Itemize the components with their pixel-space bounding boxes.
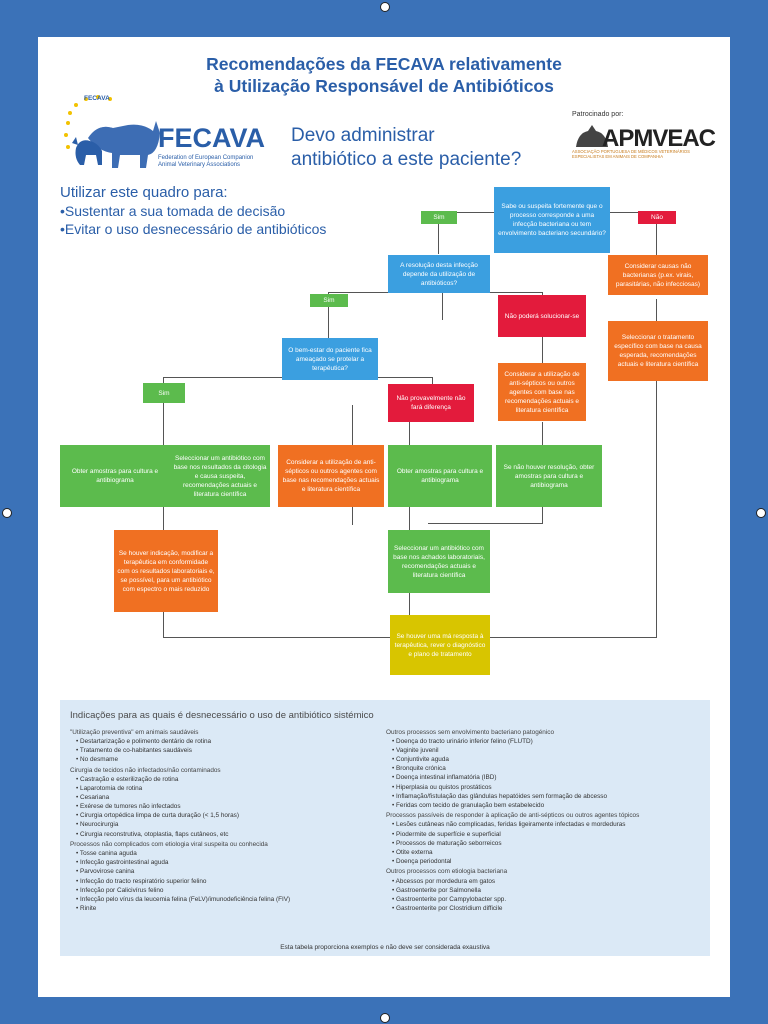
indication-item: • Doença periodontal — [392, 857, 452, 865]
indication-item: • Piodermite de superfície e superficial — [392, 830, 501, 838]
indication-item: • Gastroenterite por Salmonella — [392, 886, 481, 894]
indication-item: • Feridas com tecido de granulação bem e… — [392, 801, 545, 809]
indications-panel: Indicações para as quais é desnecessário… — [60, 700, 710, 956]
fecava-animals-icon — [64, 95, 160, 168]
flow-no-3: Não provavelmente não fará diferença — [388, 384, 474, 422]
flow-yes-2: Sim — [310, 294, 348, 307]
flow-non-bacterial: Considerar causas não bacterianas (p.ex.… — [608, 255, 708, 295]
indication-item: • Laparotomia de rotina — [76, 785, 143, 793]
indication-item: • Processos de maturação seborreicos — [392, 839, 502, 847]
question-line-2: antibiótico a este paciente? — [291, 149, 522, 170]
indications-heading: Indicações para as quais é desnecessário… — [70, 710, 374, 721]
fecava-wordmark: FECAVA — [158, 123, 265, 153]
indication-section-heading: Cirurgia de tecidos não infectados/não c… — [70, 766, 221, 774]
fecava-arc-text: FECAVA — [84, 95, 110, 102]
indication-item: • Tosse canina aguda — [76, 850, 137, 858]
indication-item: • Parvovirose canina — [76, 868, 135, 876]
indication-section-heading: Outros processos sem envolvimento bacter… — [386, 729, 555, 736]
main-question: Devo administrar antibiótico a este paci… — [291, 124, 521, 172]
indication-item: • Infecção pelo vírus da leucemia felina… — [76, 895, 291, 903]
indication-section-heading: Processos passíveis de responder à aplic… — [386, 812, 640, 820]
indication-item: • Gastroenterite por Clostridium diffici… — [392, 904, 503, 912]
indication-item: • Infecção por Calicivírus felino — [76, 886, 164, 894]
flow-antiseptics-1: Considerar a utilização de anti-sépticos… — [498, 363, 586, 421]
poster-sheet: Recomendações da FECAVA relativamente à … — [38, 37, 730, 997]
indications-right-column: Outros processos sem envolvimento bacter… — [386, 728, 706, 913]
flow-no-resolution: Se não houver resolução, obter amostras … — [496, 445, 602, 507]
flow-q-bacterial-infection: Sabe ou suspeita fortemente que o proces… — [494, 187, 610, 253]
flow-modify-therapy: Se houver indicação, modificar a terapêu… — [114, 530, 218, 612]
flow-q-resolution: A resolução desta infecção depende da ut… — [388, 255, 490, 293]
usage-block: Utilizar este quadro para: •Sustentar a … — [60, 184, 326, 238]
indication-item: • Doença do tracto urinário inferior fel… — [392, 738, 533, 746]
indication-item: • Cirurgia reconstrutiva, otoplastia, fl… — [76, 830, 229, 838]
flow-poor-response: Se houver uma má resposta à terapêutica,… — [390, 615, 490, 675]
indication-item: • Bronquite crónica — [392, 765, 446, 773]
flow-culture-2: Obter amostras para cultura e antibiogra… — [388, 445, 492, 507]
indication-item: • Gastroenterite por Campylobacter spp. — [392, 895, 507, 903]
indication-item: • Doença intestinal inflamatória (IBD) — [392, 774, 497, 782]
flow-select-antibiotic-2: Seleccionar um antibiótico com base nos … — [388, 530, 490, 593]
indication-section-heading: Processos não complicados com etiologia … — [70, 841, 268, 849]
title-line-1: Recomendações da FECAVA relativamente — [206, 54, 562, 74]
indication-item: • Exérese de tumores não infectados — [76, 803, 181, 811]
indication-item: • Abcessos por mordedura em gatos — [392, 877, 496, 885]
usage-heading: Utilizar este quadro para: — [60, 184, 228, 201]
registration-mark-right — [756, 508, 766, 518]
flow-culture-1: Obter amostras para cultura e antibiogra… — [60, 445, 170, 507]
indication-item: • Cesariana — [76, 794, 110, 802]
flow-specific-treatment: Seleccionar o tratamento específico com … — [608, 321, 708, 381]
indication-item: • Destartarização e polimento dentário d… — [76, 738, 212, 746]
apmveac-logo: APMVEAC ASSOCIAÇÃO PORTUGUESA DE MÉDICOS… — [572, 123, 716, 159]
fecava-logo: FECAVA FECAVA Federation of European Com… — [58, 93, 278, 173]
indication-item: • Inflamação/fistulação das glândulas he… — [392, 792, 608, 800]
indications-note: Esta tabela proporciona exemplos e não d… — [280, 944, 490, 951]
flow-select-antibiotic-1: Seleccionar um antibiótico com base nos … — [170, 445, 270, 507]
indication-section-heading: "Utilização preventiva" em animais saudá… — [70, 729, 199, 736]
indication-item: • Vaginite juvenil — [392, 747, 439, 755]
flow-antiseptics-2: Considerar a utilização de anti-sépticos… — [278, 445, 384, 507]
poster-title: Recomendações da FECAVA relativamente à … — [38, 53, 730, 97]
sponsor-label: Patrocinado por: — [572, 111, 624, 118]
indication-item: • No desmame — [76, 756, 119, 764]
indication-item: • Conjuntivite aguda — [392, 756, 449, 764]
usage-item-2: •Evitar o uso desnecessário de antibióti… — [60, 221, 327, 237]
indication-item: • Infecção do tracto respiratório superi… — [76, 877, 207, 885]
usage-item-1: •Sustentar a sua tomada de decisão — [60, 203, 286, 219]
indication-item: • Hiperplasia ou quistos prostáticos — [392, 783, 492, 791]
indication-section-heading: Outros processos com etiologia bacterian… — [386, 868, 508, 876]
flow-yes-3: Sim — [143, 383, 185, 403]
indications-left-column: "Utilização preventiva" em animais saudá… — [70, 728, 370, 913]
poster-footer: GRUPO DE TRABALHO DA FECAVA NA HIGIENE E… — [112, 973, 656, 983]
fecava-subtitle-1: Federation of European Companion — [158, 155, 254, 161]
flow-q-welfare: O bem-estar do paciente fica ameaçado se… — [282, 338, 378, 380]
apmveac-animals-icon — [576, 125, 608, 147]
indication-item: • Infecção gastrointestinal aguda — [76, 859, 169, 867]
indication-item: • Otite externa — [392, 848, 433, 856]
apmveac-wordmark: APMVEAC — [602, 125, 716, 152]
flow-no-1: Não — [638, 211, 676, 224]
question-line-1: Devo administrar — [291, 125, 435, 146]
indication-item: • Rinite — [76, 904, 97, 912]
flow-no-2: Não poderá solucionar-se — [498, 295, 586, 337]
registration-mark-top — [380, 2, 390, 12]
indication-item: • Castração e esterilização de rotina — [76, 775, 179, 783]
indication-item: • Cirurgia ortopédica limpa de curta dur… — [76, 812, 239, 820]
fecava-subtitle-2: Animal Veterinary Associations — [158, 162, 241, 168]
sponsor-subtitle-2: ESPECIALISTAS EM ANIMAIS DE COMPANHIA — [572, 154, 664, 159]
registration-mark-left — [2, 508, 12, 518]
indication-item: • Lesões cutâneas não complicadas, ferid… — [392, 821, 626, 829]
registration-mark-bottom — [380, 1013, 390, 1023]
flow-yes-1: Sim — [421, 211, 457, 224]
indication-item: • Tratamento de co-habitantes saudáveis — [76, 747, 192, 755]
title-line-2: à Utilização Responsável de Antibióticos — [214, 76, 554, 96]
sponsor-subtitle-1: ASSOCIAÇÃO PORTUGUESA DE MÉDICOS VETERIN… — [572, 149, 690, 154]
indication-item: • Neurocirurgia — [76, 821, 119, 829]
